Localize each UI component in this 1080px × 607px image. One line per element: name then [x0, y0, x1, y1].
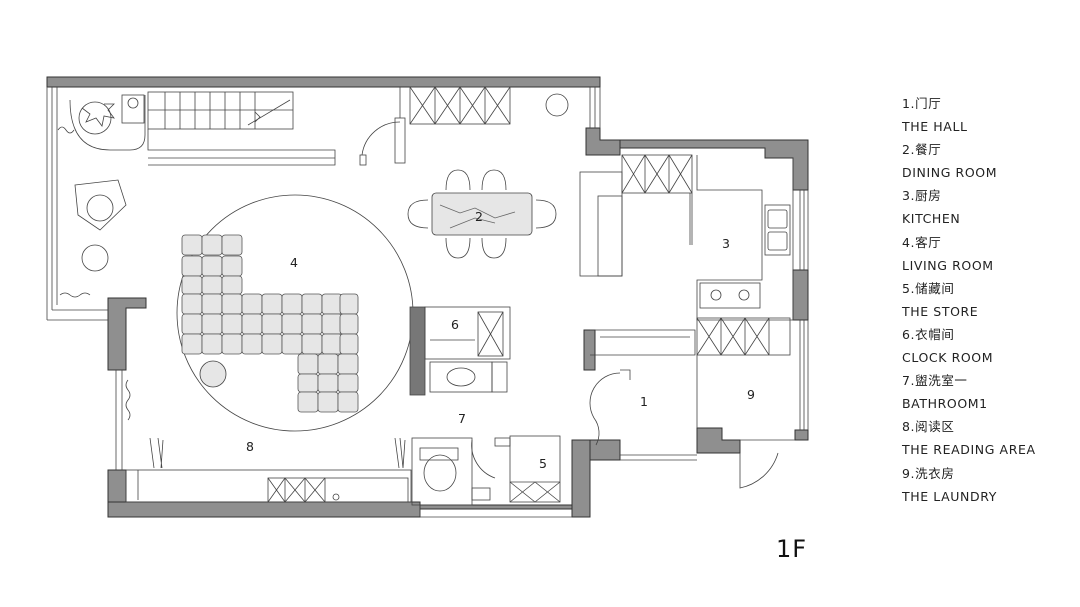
room-label-3: 3: [722, 236, 730, 251]
outer-lines: [46, 87, 809, 518]
legend-item: KITCHEN: [902, 211, 961, 227]
island: [579, 171, 623, 277]
legend-item: BATHROOM1: [902, 396, 988, 412]
stair-door: [359, 87, 406, 166]
legend-item: DINING ROOM: [902, 165, 998, 181]
room-label-5: 5: [539, 456, 547, 471]
reading-area: [125, 437, 412, 503]
legend-item: 2.餐厅: [902, 142, 942, 158]
living-room: [176, 194, 414, 432]
legend-item: LIVING ROOM: [902, 257, 994, 273]
staircase: [147, 91, 336, 166]
room-label-2: 2: [475, 209, 483, 224]
room-label-8: 8: [246, 439, 254, 454]
legend-item: 9.洗衣房: [902, 465, 955, 481]
dining-set: [407, 169, 557, 259]
legend-item: THE LAUNDRY: [902, 488, 997, 504]
room-label-6: 6: [451, 317, 459, 332]
top-cabinets: [409, 86, 569, 125]
room-labels: 1 2 3 4 5 6 7 8 9: [246, 209, 755, 471]
kitchen-cabinets: [621, 154, 794, 321]
room-label-1: 1: [640, 394, 648, 409]
legend-item: 1.门厅: [902, 96, 942, 111]
legend-item: 4.客厅: [902, 234, 942, 250]
cloakroom: [409, 306, 511, 396]
walls: [46, 76, 809, 518]
legend-item: 7.盥洗室一: [902, 373, 968, 389]
legend-item: THE READING AREA: [902, 442, 1036, 458]
legend-item: 6.衣帽间: [902, 326, 955, 342]
room-label-7: 7: [458, 411, 466, 426]
balcony-furniture: [57, 94, 146, 421]
room-legend: 1.门厅 THE HALL 2.餐厅 DINING ROOM 3.厨房 KITC…: [902, 92, 1072, 508]
room-label-4: 4: [290, 255, 298, 270]
legend-item: 3.厨房: [902, 188, 942, 204]
hall-entry: [589, 317, 791, 489]
floor-label: 1F: [776, 535, 808, 563]
legend-item: THE STORE: [902, 303, 979, 319]
legend-item: 5.储藏间: [902, 280, 955, 296]
legend-item: CLOCK ROOM: [902, 350, 994, 366]
legend-item: THE HALL: [902, 119, 968, 135]
legend-item: 8.阅读区: [902, 419, 955, 435]
room-label-9: 9: [747, 387, 755, 402]
bathroom-store: [411, 435, 561, 506]
